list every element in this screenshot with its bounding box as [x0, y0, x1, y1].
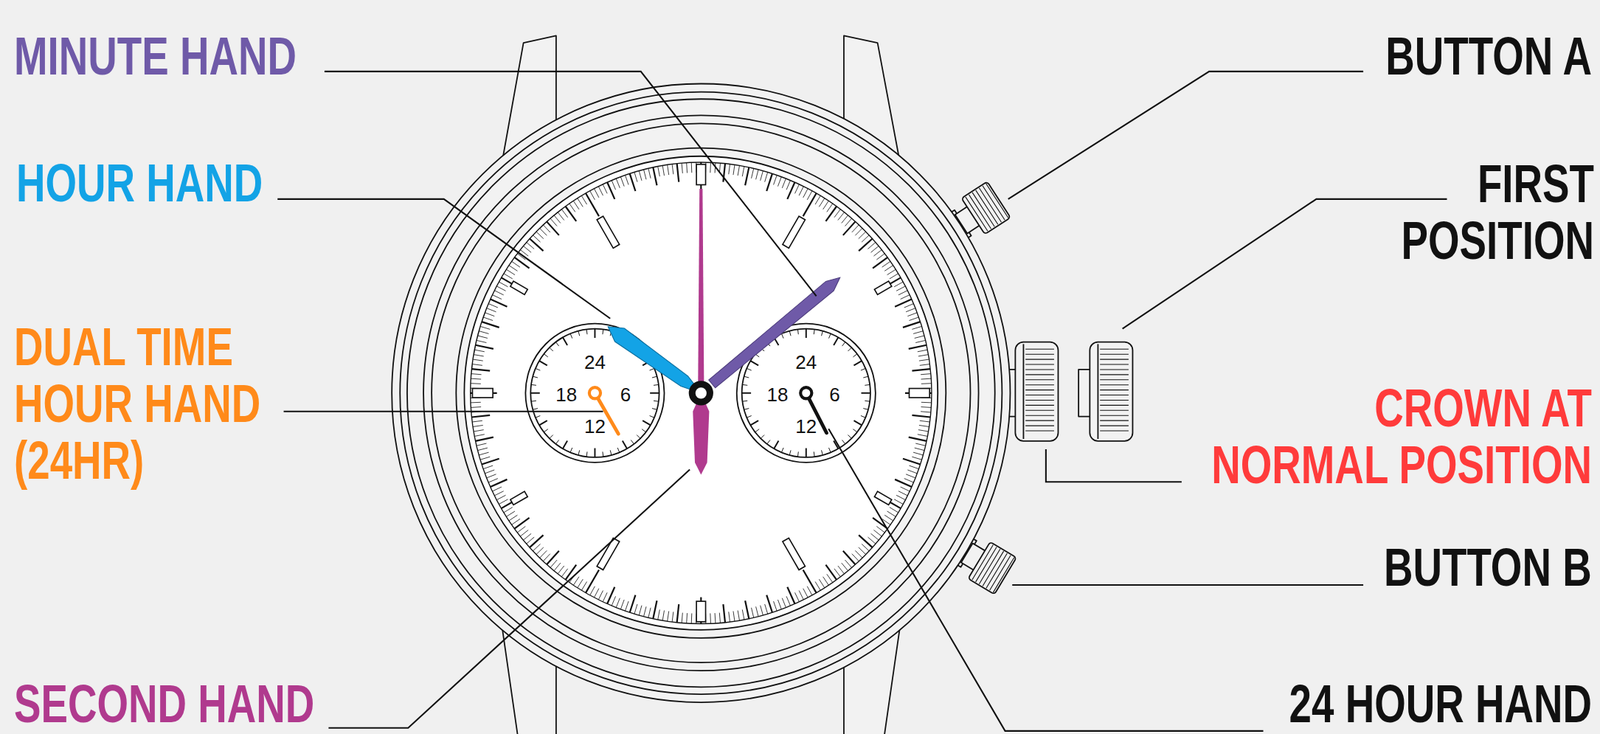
- part-label: BUTTON B: [1383, 539, 1592, 597]
- dial-number: 12: [584, 416, 606, 437]
- leader-lines: [277, 71, 1447, 732]
- hour-markers: [472, 164, 930, 622]
- dial: [463, 156, 938, 630]
- second-hand: [692, 188, 709, 475]
- dial-number: 6: [829, 384, 840, 405]
- case: [391, 83, 1010, 703]
- hand-pivot: [589, 387, 601, 399]
- part-label: 24 HOUR HAND: [1288, 675, 1592, 733]
- leader-line: [324, 71, 817, 296]
- leader-line: [1012, 584, 1364, 586]
- dial-number: 24: [795, 351, 817, 373]
- part-label: HOUR HAND: [16, 154, 263, 212]
- minute-hand: [708, 272, 844, 389]
- part-label: BUTTON A: [1385, 28, 1592, 85]
- leader-line: [828, 428, 1263, 732]
- minute-track: [470, 162, 932, 625]
- part-label: DUAL TIME HOUR HAND (24HR): [14, 318, 265, 490]
- part-label: CROWN AT NORMAL POSITION: [1207, 379, 1592, 494]
- dial-number: 12: [795, 416, 817, 437]
- part-label: FIRST POSITION: [1397, 155, 1595, 270]
- leader-line: [1008, 71, 1364, 200]
- dial-number: 18: [767, 384, 789, 405]
- leader-line: [277, 199, 611, 319]
- leader-line: [328, 469, 690, 729]
- part-label: MINUTE HAND: [14, 28, 297, 85]
- leader-line: [284, 410, 604, 413]
- crown-first-position: [1078, 342, 1133, 442]
- dial-number: 24: [584, 351, 606, 373]
- dial-number: 18: [555, 384, 577, 405]
- crown-normal: [1003, 342, 1058, 442]
- hand-pivot: [800, 387, 812, 399]
- leader-line: [1046, 449, 1182, 482]
- leader-line: [1122, 199, 1448, 329]
- center-pivot: [688, 380, 714, 405]
- dial-number: 6: [620, 384, 631, 405]
- part-label: SECOND HAND: [14, 675, 315, 733]
